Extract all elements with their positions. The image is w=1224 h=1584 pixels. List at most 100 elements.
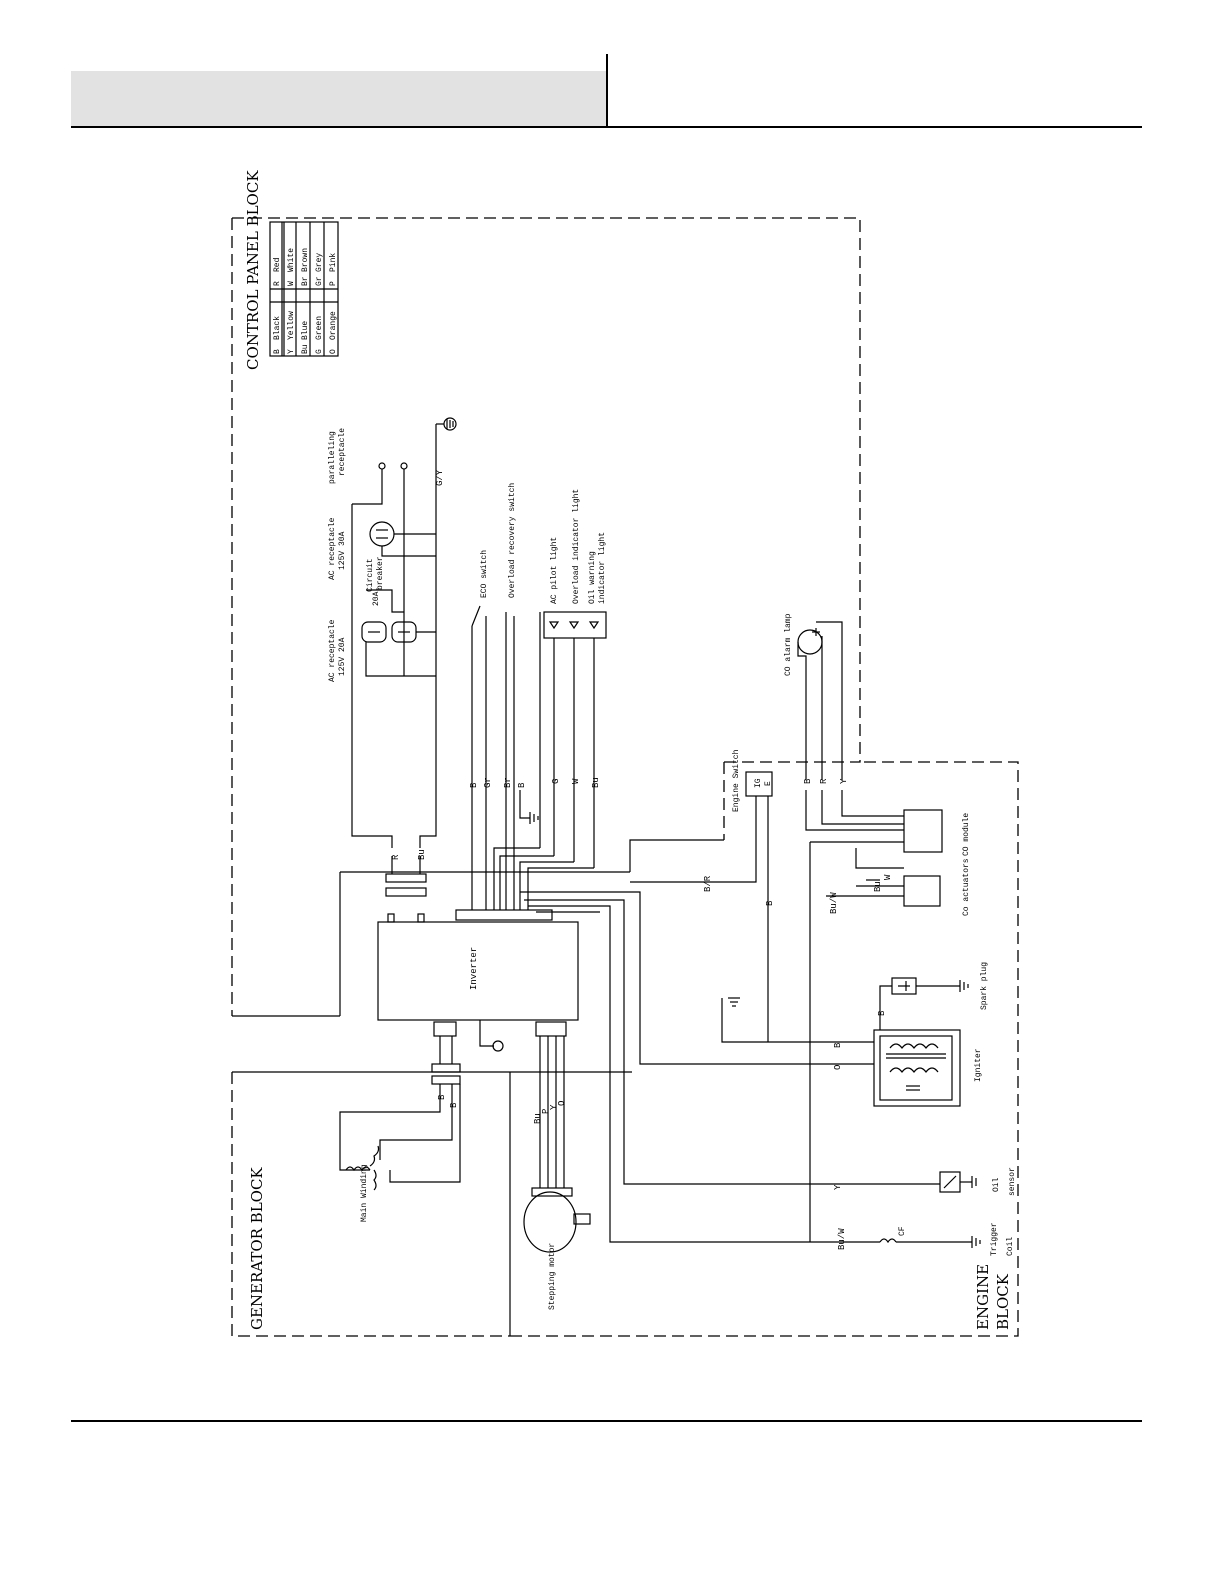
spark-plug-label: Spark plug <box>980 962 989 1010</box>
wire-label-b1: B <box>469 782 479 788</box>
trigger-coil-icon <box>879 1236 981 1248</box>
legend-name-4: Orange <box>329 311 338 340</box>
ground-icon <box>436 417 457 431</box>
wire-label-b5: B <box>833 1042 843 1048</box>
paralleling-receptacle-icon <box>378 462 408 470</box>
wire-label-eb: B <box>803 778 813 784</box>
ground-icon <box>519 790 539 824</box>
wire-label-buw: Bu/W <box>829 892 839 914</box>
wire-label-ey: Y <box>839 778 849 784</box>
wire-label-w2: W <box>883 874 893 880</box>
overload-recovery-switch-icon <box>505 612 515 626</box>
header-divider <box>606 54 608 128</box>
legend-name2-4: Pink <box>329 253 338 272</box>
ground-icon <box>721 997 840 1043</box>
co-module-label: CO module <box>962 813 971 856</box>
inverter-bottom-connector <box>431 1021 567 1085</box>
oil-warning-label-2: indicator light <box>598 532 607 604</box>
legend-code2-4: P <box>329 281 338 286</box>
engine-switch-ig: IG <box>754 778 763 788</box>
oil-sensor-label-1: Oil <box>992 1177 1001 1192</box>
oil-sensor-icon <box>939 1171 977 1193</box>
inverter-box <box>377 921 579 1021</box>
wire-label-b4: B <box>877 1010 887 1016</box>
eco-switch-icon <box>471 605 487 627</box>
engine-switch-e: E <box>764 781 773 786</box>
ac-receptacle-30-label-2: 125V 30A <box>338 531 347 570</box>
control-panel-block-border <box>231 217 861 1017</box>
engine-title-2: BLOCK <box>994 1273 1012 1330</box>
wire-label-w: W <box>571 778 581 784</box>
ac-receptacle-30-label-1: AC receptacle <box>328 517 337 580</box>
ac-receptacle-20-label-2: 125V 20A <box>338 637 347 676</box>
wire-label-bu2: Bu <box>591 777 601 788</box>
co-alarm-lamp-icon <box>797 628 823 655</box>
legend-code-0: B <box>273 349 282 354</box>
oil-sensor-label-2: sensor <box>1008 1167 1017 1196</box>
ac-receptacle-20-label-1: AC receptacle <box>328 619 337 682</box>
legend-code2-3: Gr <box>315 276 324 286</box>
wire-label-gy: G/Y <box>435 469 445 486</box>
indicator-lights-icon <box>543 611 607 639</box>
wire-label-r: R <box>391 854 401 860</box>
wire-label-bu: Bu <box>417 849 427 860</box>
igniter-label: Igniter <box>974 1048 983 1082</box>
footer-rule <box>71 1420 1142 1422</box>
wire-label-sp: P <box>541 1109 551 1114</box>
trigger-coil-label-2: Coil <box>1006 1237 1015 1256</box>
wire-label-br2: B/R <box>703 875 713 892</box>
circuit-breaker-label-2: breaker <box>376 556 385 590</box>
engine-block-border <box>510 761 1019 1337</box>
co-actuators-icon <box>903 875 941 907</box>
main-winding-icon <box>345 1145 380 1191</box>
legend-code2-1: W <box>287 281 296 286</box>
inverter-ac-connector <box>385 856 427 923</box>
ac-receptacle-30-icon <box>369 521 395 547</box>
wire-label-g: G <box>551 779 561 784</box>
legend-code-1: Y <box>287 349 296 354</box>
engine-title-1: ENGINE <box>974 1264 992 1330</box>
igniter-icon <box>873 1029 961 1107</box>
wire-label-gb1: B <box>437 1094 447 1100</box>
paralleling-label-2: receptacle <box>338 428 347 476</box>
wire-label-y: Y <box>833 1184 843 1190</box>
color-legend: B Black R Red Y Yellow W White Bu Blue B… <box>269 221 339 357</box>
wire-label-er: R <box>819 778 829 784</box>
header-title-box <box>71 71 607 127</box>
legend-name-0: Black <box>273 316 282 340</box>
co-alarm-label: CO alarm lamp <box>784 613 793 676</box>
ac-pilot-label: AC pilot light <box>550 537 559 604</box>
legend-code-4: O <box>329 349 338 354</box>
inverter-connector <box>455 909 553 921</box>
cf-label: CF <box>898 1226 907 1236</box>
inverter-label: Inverter <box>469 947 479 990</box>
engine-switch-icon <box>745 771 773 797</box>
circuit-breaker-icon <box>366 589 404 613</box>
wire-label-sbu: Bu <box>533 1113 543 1124</box>
header-rule <box>71 126 1142 128</box>
oil-warning-label-1: Oil warning <box>588 551 597 604</box>
legend-name-3: Green <box>315 316 324 340</box>
co-module-icon <box>903 809 943 853</box>
ground-icon <box>479 1020 504 1052</box>
wire-label-b3: B <box>765 900 775 906</box>
wire-label-buw2: Bu/W <box>837 1228 847 1250</box>
engine-switch-label: Engine Switch <box>732 749 741 812</box>
legend-name2-3: Grey <box>315 253 324 272</box>
wire-label-b2: B <box>517 782 527 788</box>
wire-label-br: Br <box>503 777 513 788</box>
legend-name2-2: Brown <box>301 248 310 272</box>
legend-code-3: G <box>315 349 324 354</box>
legend-code2-2: Br <box>301 276 310 286</box>
stepping-motor-label: Stepping motor <box>548 1243 557 1310</box>
legend-name-1: Yellow <box>287 311 296 340</box>
overload-recovery-label: Overload recovery switch <box>508 483 517 598</box>
overload-indicator-label: Overload indicator light <box>572 489 581 604</box>
legend-name2-1: White <box>287 248 296 272</box>
legend-name-2: Blue <box>301 321 310 340</box>
spark-plug-icon <box>891 977 969 995</box>
wire-label-o: O <box>833 1065 843 1070</box>
wire-label-sy: Y <box>549 1104 559 1110</box>
legend-name2-0: Red <box>273 257 282 272</box>
